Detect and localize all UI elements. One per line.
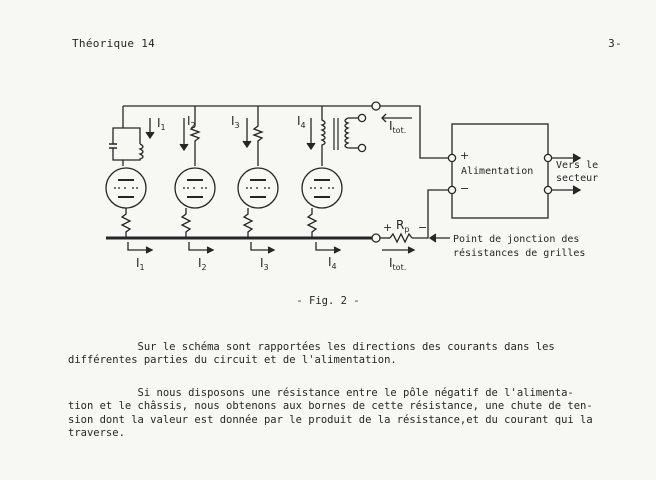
- supply-minus-terminal: [447, 185, 457, 195]
- rp-resistor: [389, 232, 413, 244]
- power-supply-box: [451, 123, 549, 219]
- label-vers-le: Vers le: [556, 160, 598, 171]
- arrow-i2-bot: [188, 242, 211, 251]
- label-i3-top: I3: [231, 114, 240, 130]
- label-i1-top: I1: [157, 116, 166, 132]
- label-i3-bot: I3: [260, 256, 269, 272]
- top-bus-wire: [123, 105, 452, 159]
- label-i1-bot: I1: [136, 256, 145, 272]
- paragraph-1-line-1: Sur le schéma sont rapportées les direct…: [68, 341, 555, 353]
- tube-4: [301, 106, 367, 238]
- mains-arrow-1: [572, 153, 582, 163]
- tube-3: [237, 106, 279, 238]
- rp-wire-right: [412, 189, 452, 239]
- tube-1: [105, 106, 147, 238]
- label-rp-minus: −: [418, 221, 427, 234]
- paragraph-2-line-2: tion et le châssis, nous obtenons aux bo…: [68, 400, 593, 413]
- paragraph-2-line-3: sion dont la valeur est donnée par le pr…: [68, 413, 593, 426]
- mains-terminal-2: [543, 185, 553, 195]
- arrow-i3-bot: [250, 242, 272, 251]
- label-i2-bot: I2: [198, 256, 207, 272]
- arrow-i4-bot: [315, 242, 338, 251]
- supply-plus-terminal: [447, 153, 457, 163]
- top-terminal: [371, 101, 381, 111]
- paragraph-2: Si nous disposons une résistance entre l…: [68, 387, 636, 441]
- label-i4-bot: I4: [328, 255, 337, 271]
- page-header-title: Théorique 14: [72, 37, 156, 50]
- label-secteur: secteur: [556, 173, 598, 184]
- figure-caption: - Fig. 2 -: [296, 295, 360, 307]
- paragraph-2-line-1: Si nous disposons une résistance entre l…: [68, 387, 574, 399]
- label-itot-bot: Itot.: [389, 256, 406, 272]
- chassis-terminal: [371, 233, 381, 243]
- tube-2: [174, 106, 216, 238]
- label-junction-line1: Point de jonction des: [453, 234, 579, 245]
- label-i2-top: I2: [187, 114, 196, 130]
- paragraph-1-line-2: différentes parties du circuit et de l'a…: [68, 354, 397, 367]
- label-itot-top: Itot.: [389, 119, 406, 135]
- arrow-i1-bot: [127, 242, 150, 251]
- label-alimentation: Alimentation: [461, 166, 533, 177]
- arrow-itot-top-head: [381, 113, 387, 123]
- label-supply-plus: +: [460, 149, 469, 162]
- paragraph-1: Sur le schéma sont rapportées les direct…: [68, 341, 636, 368]
- label-rp: Rp: [396, 218, 409, 234]
- label-junction-line2: résistances de grilles: [453, 247, 585, 259]
- label-supply-minus: −: [460, 182, 469, 195]
- label-rp-plus: +: [383, 221, 392, 234]
- label-i4-top: I4: [297, 114, 306, 130]
- page-number: 3-: [608, 37, 622, 50]
- paragraph-2-line-4: traverse.: [68, 427, 125, 440]
- mains-arrow-2: [572, 185, 582, 195]
- mains-terminal-1: [543, 153, 553, 163]
